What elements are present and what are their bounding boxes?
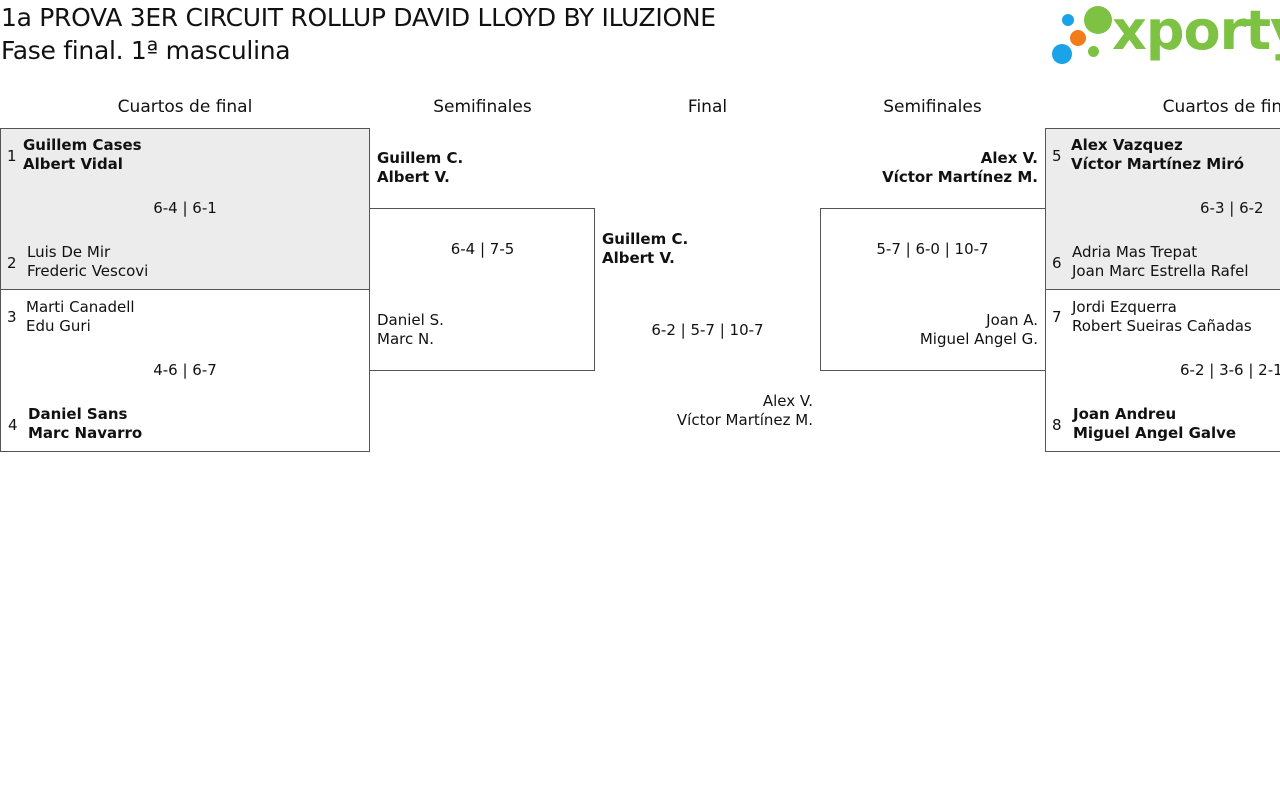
logo-dot-icon <box>1084 6 1112 34</box>
player-name: Guillem C. <box>602 230 689 248</box>
team-name[interactable]: Marti Canadell Edu Guri <box>26 298 135 336</box>
seed-number: 6 <box>1052 254 1062 272</box>
player-name: Marti Canadell <box>26 298 135 316</box>
player-name: Jordi Ezquerra <box>1072 298 1177 316</box>
player-name: Daniel Sans <box>28 405 128 423</box>
player-name: Miguel Angel G. <box>919 330 1038 348</box>
match-qf-left-1[interactable] <box>0 128 370 290</box>
player-name: Adria Mas Trepat <box>1072 243 1198 261</box>
player-name: Robert Sueiras Cañadas <box>1072 317 1252 335</box>
match-score: 6-4 | 7-5 <box>450 240 515 258</box>
seed-number: 5 <box>1052 147 1062 165</box>
team-name[interactable]: Jordi Ezquerra Robert Sueiras Cañadas <box>1072 298 1252 336</box>
match-score: 6-3 | 6-2 <box>1200 199 1264 217</box>
team-name[interactable]: Joan A. Miguel Angel G. <box>820 311 1038 349</box>
seed-number: 3 <box>7 308 17 326</box>
logo-dot-icon <box>1052 44 1072 64</box>
player-name: Miguel Angel Galve <box>1073 424 1237 442</box>
team-name[interactable]: Alex V. Víctor Martínez M. <box>820 149 1038 187</box>
player-name: Frederic Vescovi <box>27 262 149 280</box>
player-name: Albert V. <box>377 168 450 186</box>
match-score: 6-2 | 3-6 | 2-10 <box>1180 361 1280 379</box>
match-sf-left[interactable] <box>369 208 595 371</box>
match-qf-right-2[interactable] <box>1045 289 1280 452</box>
logo-dot-icon <box>1062 14 1074 26</box>
team-name[interactable]: Luis De Mir Frederic Vescovi <box>27 243 148 281</box>
round-header-sf-right: Semifinales <box>883 97 982 117</box>
player-name: Víctor Martínez M. <box>882 168 1038 186</box>
player-name: Víctor Martínez M. <box>676 411 813 429</box>
team-name[interactable]: Alex Vazquez Víctor Martínez Miró <box>1071 136 1244 174</box>
match-score: 6-2 | 5-7 | 10-7 <box>651 321 764 339</box>
player-name: Edu Guri <box>26 317 91 335</box>
player-name: Marc Navarro <box>28 424 143 442</box>
logo-dot-icon <box>1088 46 1099 57</box>
team-name[interactable]: Guillem C. Albert V. <box>602 230 688 268</box>
team-name[interactable]: Adria Mas Trepat Joan Marc Estrella Rafe… <box>1072 243 1249 281</box>
seed-number: 2 <box>7 254 17 272</box>
team-name[interactable]: Guillem C. Albert V. <box>377 149 463 187</box>
team-name[interactable]: Alex V. Víctor Martínez M. <box>595 392 813 430</box>
player-name: Albert Vidal <box>23 155 123 173</box>
logo-wordmark: xporty <box>1112 0 1280 62</box>
player-name: Luis De Mir <box>27 243 111 261</box>
seed-number: 4 <box>8 416 18 434</box>
seed-number: 7 <box>1052 308 1062 326</box>
logo-dot-icon <box>1070 30 1086 46</box>
player-name: Alex V. <box>980 149 1038 167</box>
round-header-sf-left: Semifinales <box>433 97 532 117</box>
page-title: 1a PROVA 3ER CIRCUIT ROLLUP DAVID LLOYD … <box>1 3 716 32</box>
team-name[interactable]: Daniel S. Marc N. <box>377 311 444 349</box>
seed-number: 8 <box>1052 416 1062 434</box>
page-subtitle: Fase final. 1ª masculina <box>1 36 291 65</box>
player-name: Daniel S. <box>377 311 444 329</box>
player-name: Guillem C. <box>377 149 464 167</box>
player-name: Joan Andreu <box>1073 405 1177 423</box>
round-header-qf-left: Cuartos de final <box>117 97 253 117</box>
player-name: Alex V. <box>762 392 813 410</box>
player-name: Víctor Martínez Miró <box>1071 155 1245 173</box>
seed-number: 1 <box>7 147 17 165</box>
match-score: 5-7 | 6-0 | 10-7 <box>876 240 989 258</box>
player-name: Guillem Cases <box>23 136 142 154</box>
round-header-final: Final <box>687 97 728 117</box>
round-header-qf-right: Cuartos de final <box>1162 97 1280 117</box>
player-name: Marc N. <box>377 330 434 348</box>
match-score: 4-6 | 6-7 <box>153 361 217 379</box>
player-name: Joan Marc Estrella Rafel <box>1072 262 1249 280</box>
match-score: 6-4 | 6-1 <box>153 199 217 217</box>
match-sf-right[interactable] <box>820 208 1046 371</box>
team-name[interactable]: Joan Andreu Miguel Angel Galve <box>1073 405 1236 443</box>
team-name[interactable]: Daniel Sans Marc Navarro <box>28 405 142 443</box>
player-name: Joan A. <box>986 311 1038 329</box>
player-name: Albert V. <box>602 249 675 267</box>
player-name: Alex Vazquez <box>1071 136 1183 154</box>
team-name[interactable]: Guillem Cases Albert Vidal <box>23 136 142 174</box>
xporty-logo[interactable]: xporty <box>1050 0 1280 66</box>
